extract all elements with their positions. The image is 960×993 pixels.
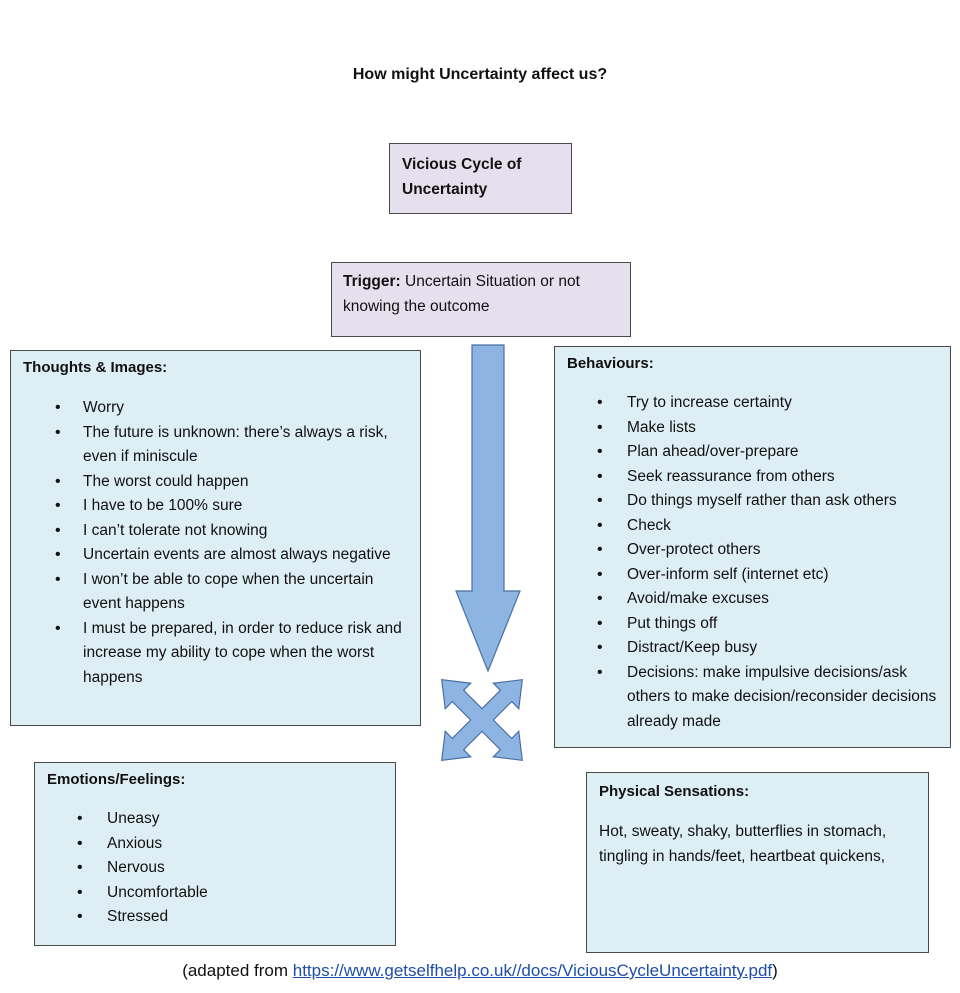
- list-item: I must be prepared, in order to reduce r…: [23, 617, 408, 691]
- cycle-title-line1: Vicious Cycle of: [402, 156, 522, 173]
- list-item: I won’t be able to cope when the uncerta…: [23, 568, 408, 617]
- list-item: Over-inform self (internet etc): [567, 563, 938, 588]
- physical-sensations-box: Physical Sensations: Hot, sweaty, shaky,…: [586, 772, 929, 953]
- cycle-title-line2: Uncertainty: [402, 181, 488, 198]
- physical-heading: Physical Sensations:: [599, 783, 750, 800]
- list-item: Put things off: [567, 612, 938, 637]
- list-item: Decisions: make impulsive decisions/ask …: [567, 661, 938, 735]
- emotions-heading: Emotions/Feelings:: [47, 771, 186, 788]
- page-title: How might Uncertainty affect us?: [352, 66, 608, 83]
- behaviours-list: Try to increase certainty Make lists Pla…: [567, 391, 938, 734]
- list-item: Uneasy: [47, 807, 383, 832]
- list-item: Distract/Keep busy: [567, 636, 938, 661]
- list-item: Make lists: [567, 416, 938, 441]
- trigger-label: Trigger:: [343, 273, 401, 290]
- physical-sensations-text: Hot, sweaty, shaky, butterflies in stoma…: [599, 823, 887, 865]
- footer-prefix: (adapted from: [182, 961, 293, 980]
- vicious-cycle-box: Vicious Cycle of Uncertainty: [389, 143, 572, 214]
- list-item: I can’t tolerate not knowing: [23, 519, 408, 544]
- list-item: The future is unknown: there’s always a …: [23, 421, 408, 470]
- four-way-arrow-icon: [441, 679, 523, 761]
- emotions-feelings-box: Emotions/Feelings: Uneasy Anxious Nervou…: [34, 762, 396, 946]
- list-item: Nervous: [47, 856, 383, 881]
- list-item: I have to be 100% sure: [23, 494, 408, 519]
- thoughts-heading: Thoughts & Images:: [23, 359, 168, 376]
- thoughts-images-box: Thoughts & Images: Worry The future is u…: [10, 350, 421, 726]
- behaviours-heading: Behaviours:: [567, 355, 654, 372]
- list-item: Uncomfortable: [47, 881, 383, 906]
- behaviours-box: Behaviours: Try to increase certainty Ma…: [554, 346, 951, 748]
- emotions-list: Uneasy Anxious Nervous Uncomfortable Str…: [47, 807, 383, 930]
- list-item: Do things myself rather than ask others: [567, 489, 938, 514]
- list-item: Worry: [23, 396, 408, 421]
- list-item: Plan ahead/over-prepare: [567, 440, 938, 465]
- list-item: The worst could happen: [23, 470, 408, 495]
- trigger-box: Trigger: Uncertain Situation or not know…: [331, 262, 631, 337]
- list-item: Seek reassurance from others: [567, 465, 938, 490]
- source-credit: (adapted from https://www.getselfhelp.co…: [0, 961, 960, 981]
- trigger-text: Uncertain Situation or not knowing the o…: [343, 273, 580, 315]
- list-item: Try to increase certainty: [567, 391, 938, 416]
- list-item: Anxious: [47, 832, 383, 857]
- list-item: Check: [567, 514, 938, 539]
- list-item: Avoid/make excuses: [567, 587, 938, 612]
- list-item: Over-protect others: [567, 538, 938, 563]
- down-arrow-icon: [455, 344, 521, 673]
- footer-suffix: ): [772, 961, 778, 980]
- source-link[interactable]: https://www.getselfhelp.co.uk//docs/Vici…: [292, 961, 773, 980]
- list-item: Stressed: [47, 905, 383, 930]
- list-item: Uncertain events are almost always negat…: [23, 543, 408, 568]
- thoughts-list: Worry The future is unknown: there’s alw…: [23, 396, 408, 690]
